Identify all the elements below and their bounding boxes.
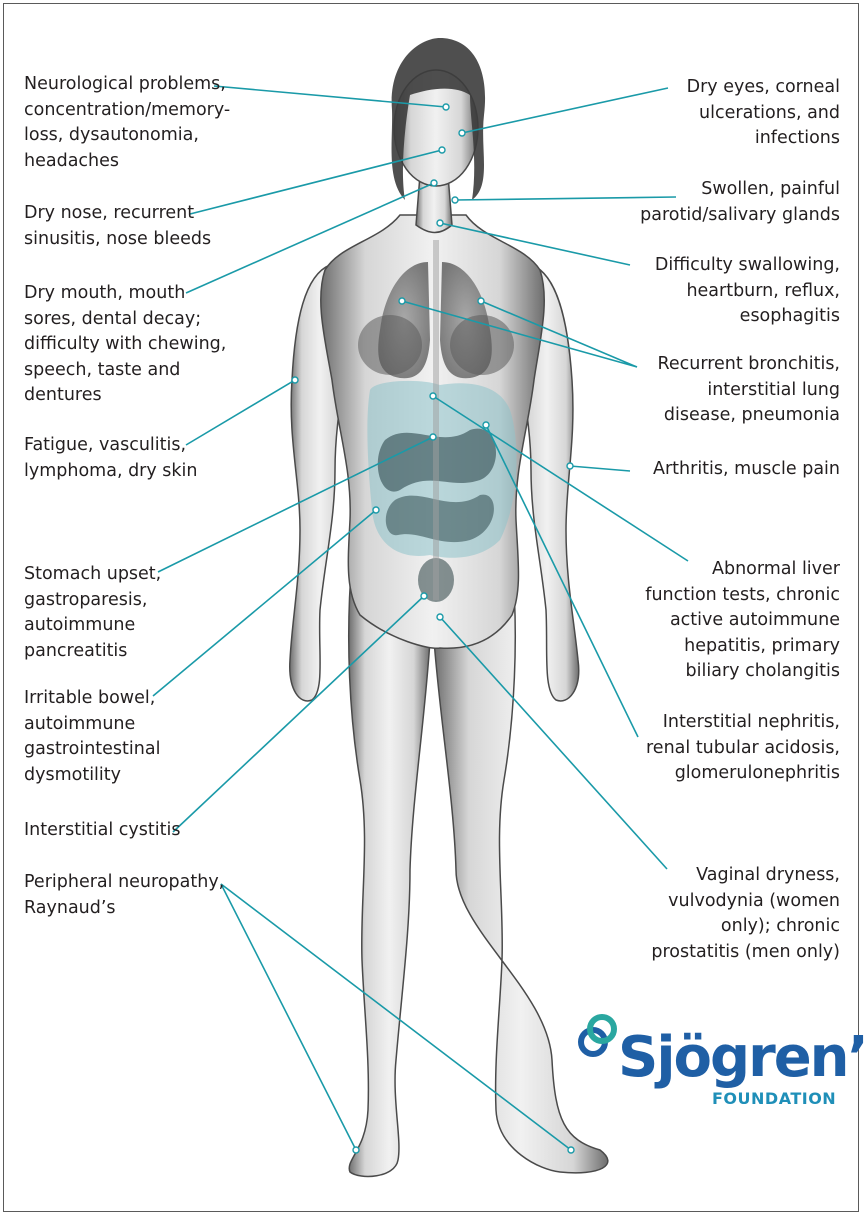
label-line: biliary cholangitis bbox=[645, 659, 840, 685]
label-line: ulcerations, and bbox=[687, 101, 840, 127]
label-lungs: Recurrent bronchitis, interstitial lung … bbox=[657, 352, 840, 429]
label-line: Dry eyes, corneal bbox=[687, 75, 840, 101]
label-line: dentures bbox=[24, 383, 226, 409]
label-line: Peripheral neuropathy, bbox=[24, 870, 224, 896]
label-line: Dry mouth, mouth bbox=[24, 281, 226, 307]
label-neuro: Neurological problems, concentration/mem… bbox=[24, 72, 230, 174]
label-line: hepatitis, primary bbox=[645, 634, 840, 660]
label-line: sores, dental decay; bbox=[24, 307, 226, 333]
label-vaginal: Vaginal dryness, vulvodynia (women only)… bbox=[651, 863, 840, 965]
label-line: difficulty with chewing, bbox=[24, 332, 226, 358]
label-cystitis: Interstitial cystitis bbox=[24, 818, 180, 844]
logo-rings-icon bbox=[576, 1012, 620, 1060]
label-line: Interstitial nephritis, bbox=[646, 710, 840, 736]
label-line: heartburn, reflux, bbox=[655, 279, 840, 305]
sjogrens-foundation-logo: Sjögren’s FOUNDATION bbox=[574, 1012, 844, 1124]
label-mouth: Dry mouth, mouth sores, dental decay; di… bbox=[24, 281, 226, 409]
label-line: sinusitis, nose bleeds bbox=[24, 227, 211, 253]
label-line: headaches bbox=[24, 149, 230, 175]
label-stomach: Stomach upset, gastroparesis, autoimmune… bbox=[24, 562, 161, 664]
label-line: Swollen, painful bbox=[640, 177, 840, 203]
label-line: Raynaud’s bbox=[24, 896, 224, 922]
label-line: Abnormal liver bbox=[645, 557, 840, 583]
label-line: loss, dysautonomia, bbox=[24, 123, 230, 149]
logo-subtitle: FOUNDATION bbox=[712, 1090, 836, 1108]
label-line: lymphoma, dry skin bbox=[24, 459, 198, 485]
label-line: Fatigue, vasculitis, bbox=[24, 433, 198, 459]
label-kidney: Interstitial nephritis, renal tubular ac… bbox=[646, 710, 840, 787]
leader-eyes bbox=[462, 88, 668, 133]
label-liver: Abnormal liver function tests, chronic a… bbox=[645, 557, 840, 685]
label-line: Stomach upset, bbox=[24, 562, 161, 588]
label-line: speech, taste and bbox=[24, 358, 226, 384]
label-fatigue: Fatigue, vasculitis, lymphoma, dry skin bbox=[24, 433, 198, 484]
label-eyes: Dry eyes, corneal ulcerations, and infec… bbox=[687, 75, 840, 152]
label-parotid: Swollen, painful parotid/salivary glands bbox=[640, 177, 840, 228]
label-line: pancreatitis bbox=[24, 639, 161, 665]
label-arthritis: Arthritis, muscle pain bbox=[653, 457, 840, 483]
logo-name: Sjögren’s bbox=[618, 1028, 864, 1088]
label-line: active autoimmune bbox=[645, 608, 840, 634]
label-line: Difficulty swallowing, bbox=[655, 253, 840, 279]
label-line: function tests, chronic bbox=[645, 583, 840, 609]
label-line: autoimmune bbox=[24, 613, 161, 639]
body-silhouette bbox=[290, 70, 608, 1176]
label-bowel: Irritable bowel, autoimmune gastrointest… bbox=[24, 686, 160, 788]
label-line: infections bbox=[687, 126, 840, 152]
label-line: Arthritis, muscle pain bbox=[653, 457, 840, 483]
label-line: only); chronic bbox=[651, 914, 840, 940]
label-line: renal tubular acidosis, bbox=[646, 736, 840, 762]
label-neuropathy: Peripheral neuropathy, Raynaud’s bbox=[24, 870, 224, 921]
label-line: parotid/salivary glands bbox=[640, 203, 840, 229]
label-line: vulvodynia (women bbox=[651, 889, 840, 915]
leader-bowel bbox=[153, 510, 376, 696]
leader-arthritis bbox=[570, 466, 630, 471]
label-line: gastrointestinal bbox=[24, 737, 160, 763]
label-line: disease, pneumonia bbox=[657, 403, 840, 429]
label-line: Irritable bowel, bbox=[24, 686, 160, 712]
label-line: Interstitial cystitis bbox=[24, 818, 180, 844]
label-line: dysmotility bbox=[24, 763, 160, 789]
label-line: gastroparesis, bbox=[24, 588, 161, 614]
label-swallow: Difficulty swallowing, heartburn, reflux… bbox=[655, 253, 840, 330]
label-line: Neurological problems, bbox=[24, 72, 230, 98]
label-line: autoimmune bbox=[24, 712, 160, 738]
label-line: concentration/memory- bbox=[24, 98, 230, 124]
label-line: glomerulonephritis bbox=[646, 761, 840, 787]
label-line: Recurrent bronchitis, bbox=[657, 352, 840, 378]
label-nose: Dry nose, recurrent sinusitis, nose blee… bbox=[24, 201, 211, 252]
label-line: interstitial lung bbox=[657, 378, 840, 404]
label-line: Vaginal dryness, bbox=[651, 863, 840, 889]
label-line: prostatitis (men only) bbox=[651, 940, 840, 966]
label-line: esophagitis bbox=[655, 304, 840, 330]
label-line: Dry nose, recurrent bbox=[24, 201, 211, 227]
